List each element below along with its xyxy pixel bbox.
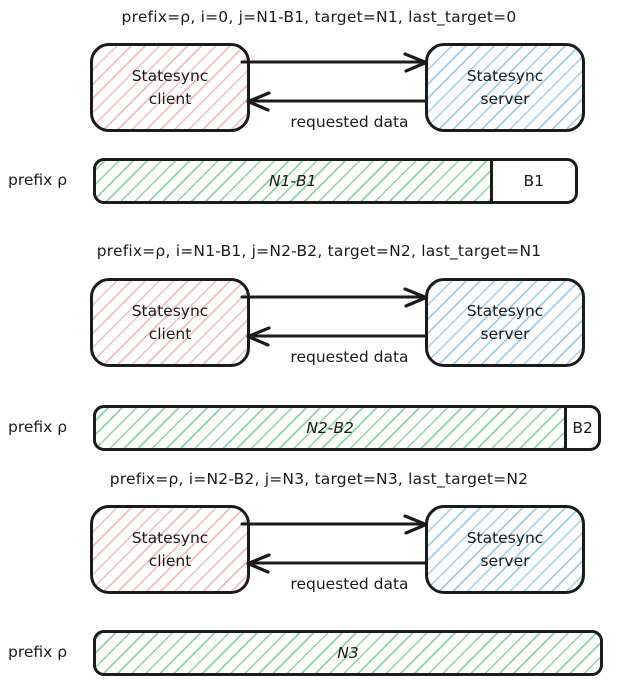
prefix-label-3: prefix ρ (8, 643, 68, 661)
bar-segment-label-2a: N2-B2 (306, 419, 354, 437)
server-label-line2: server (480, 324, 530, 343)
client-label-line2: client (148, 89, 192, 108)
client-label-line2: client (148, 324, 192, 343)
server-label-line2: server (480, 89, 530, 108)
server-label-line1: Statesync (466, 302, 544, 321)
round-3-exchange: Statesync client requested data Statesyn… (0, 505, 638, 605)
client-label-line1: Statesync (131, 67, 209, 86)
bar-segment-empty-1: B1 (489, 161, 575, 201)
round-1-arrows (240, 52, 434, 112)
bar-segment-filled-3: N3 (96, 633, 600, 673)
server-label-line1: Statesync (466, 67, 544, 86)
bar-segment-label-2b: B2 (572, 419, 593, 437)
statesync-client-node-1: Statesync client (90, 43, 250, 132)
round-1-exchange: Statesync client requested data (0, 43, 638, 143)
client-label-line2: client (148, 551, 192, 570)
server-label-line2: server (480, 551, 530, 570)
client-label-line1: Statesync (131, 529, 209, 548)
round-3-prefix-bar: prefix ρ N3 (0, 630, 638, 678)
round-1-caption: prefix=ρ, i=0, j=N1-B1, target=N1, last_… (121, 8, 517, 26)
round-2-caption: prefix=ρ, i=N1-B1, j=N2-B2, target=N2, l… (96, 242, 542, 260)
client-label-line1: Statesync (131, 302, 209, 321)
requested-data-label-3: requested data (290, 575, 409, 593)
round-2-exchange: Statesync client requested data Statesyn… (0, 278, 638, 378)
bar-segment-label-1a: N1-B1 (268, 172, 317, 190)
statesync-server-node-3: Statesync server (425, 505, 585, 594)
bar-segment-empty-2: B2 (564, 408, 598, 448)
statesync-client-node-2: Statesync client (90, 278, 250, 367)
statesync-client-node-3: Statesync client (90, 505, 250, 594)
prefix-label-1: prefix ρ (8, 171, 68, 189)
server-label-line1: Statesync (466, 529, 544, 548)
requested-data-label-1: requested data (290, 113, 409, 131)
bar-segment-label-3a: N3 (337, 644, 359, 662)
statesync-server-node-2: Statesync server (425, 278, 585, 367)
bar-segment-filled-1: N1-B1 (96, 161, 490, 201)
round-3-caption: prefix=ρ, i=N2-B2, j=N3, target=N3, last… (109, 470, 529, 488)
bar-segment-label-1b: B1 (523, 172, 545, 190)
bar-segment-filled-2: N2-B2 (96, 408, 565, 448)
statesync-server-node-1: Statesync server (425, 43, 585, 132)
prefix-label-2: prefix ρ (8, 418, 68, 436)
round-2-arrows (240, 287, 434, 347)
requested-data-label-2: requested data (290, 348, 409, 366)
round-2-prefix-bar: prefix ρ N2-B2 B2 (0, 405, 638, 453)
round-1-prefix-bar: prefix ρ N1-B1 B1 (0, 158, 638, 206)
